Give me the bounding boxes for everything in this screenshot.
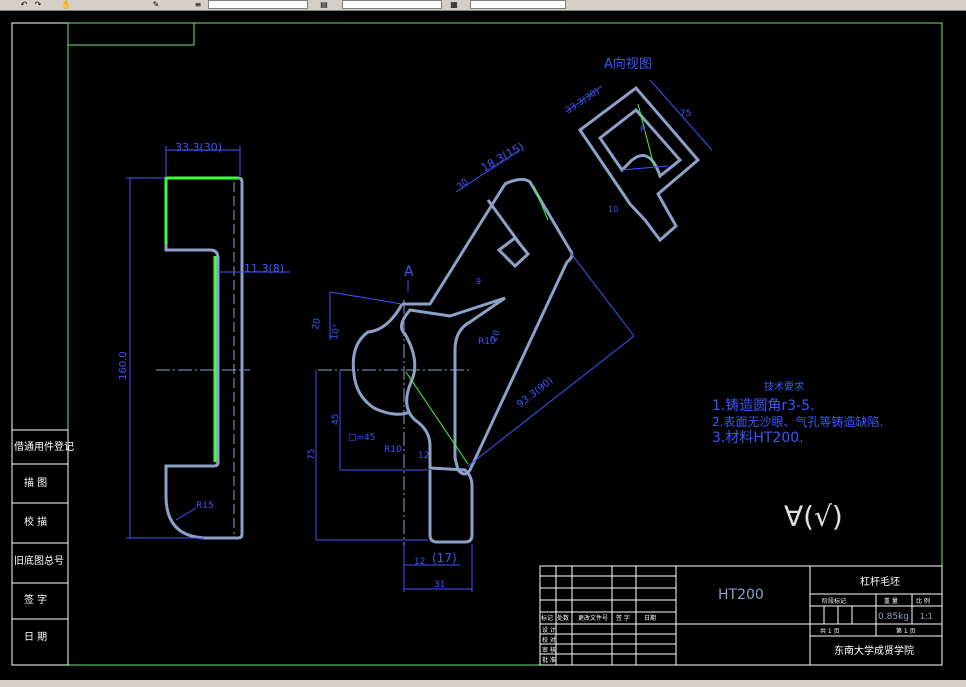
tb-col-file: 更改文件号 — [578, 614, 608, 622]
layer-icon[interactable]: ≡ — [194, 0, 202, 9]
layer-dropdown[interactable] — [208, 0, 308, 9]
tb-scale: 1:1 — [920, 612, 933, 621]
lineweight-icon[interactable]: ▦ — [450, 0, 458, 9]
dim-r-a: R — [640, 125, 646, 135]
side-row-4: 旧底图总号 — [14, 554, 64, 567]
dim-93-90: 93.3(90) — [515, 375, 556, 410]
tb-review: 审 核 — [542, 646, 556, 654]
dim-12-top: 12 — [418, 451, 429, 461]
dim-17: (17) — [432, 551, 457, 565]
pan-icon[interactable]: ✋ — [61, 0, 71, 9]
side-row-5: 签 字 — [24, 593, 47, 606]
tb-part-name: 杠杆毛坯 — [860, 575, 900, 588]
dim-31: 31 — [434, 580, 445, 590]
dim-r10-left: R10 — [384, 445, 402, 455]
main-view[interactable]: 93.3(90) 18.3(15) 30 20 10° 45 75 □=45 R… — [307, 140, 635, 592]
status-bar — [0, 680, 966, 687]
code-box — [67, 22, 195, 46]
tb-col-mark: 标记 — [541, 614, 553, 622]
tb-col-sign: 签 字 — [616, 614, 630, 622]
tb-material: HT200 — [718, 587, 764, 603]
tb-sheets-total: 共 1 页 — [820, 627, 840, 635]
side-row-1: 借通用件登记 — [14, 440, 74, 453]
dim-c45: □=45 — [348, 433, 376, 443]
dim-top-width: 33.3(30) — [175, 141, 222, 154]
tb-sheet-no: 第 1 页 — [896, 627, 916, 635]
tb-approve: 批 准 — [542, 656, 556, 664]
technical-notes: 技术要求 1.铸造圆角r3-5. 2.表面无沙眼、气孔等铸造缺陷. 3.材料HT… — [712, 380, 883, 446]
dim-10deg: 10° — [330, 323, 343, 340]
tb-check: 校 对 — [542, 636, 556, 644]
side-row-3: 校 描 — [24, 515, 47, 528]
dim-9: 9 — [476, 277, 481, 286]
undo-icon[interactable]: ↶ — [20, 0, 28, 9]
a-view-title: A向视图 — [604, 56, 652, 72]
dim-height: 160.0 — [118, 351, 129, 380]
dim-18-15: 18.3(15) — [479, 140, 526, 175]
dim-33-30-a: 33.3(30) — [564, 87, 602, 117]
tb-weight: 0.85kg — [878, 612, 909, 622]
dim-75-a: 75 — [680, 109, 691, 119]
dim-30: 30 — [456, 177, 471, 192]
tb-col-date: 日期 — [644, 614, 656, 622]
title-block: 标记 处数 更改文件号 签 字 日期 设 计 校 对 审 核 批 准 HT200… — [539, 565, 943, 666]
redo-icon[interactable]: ↷ — [34, 0, 42, 9]
a-direction-view[interactable]: A向视图 33.3(30) 75 R 10 — [564, 56, 713, 243]
tb-weight-label: 重 量 — [884, 597, 898, 605]
side-table: 借通用件登记 描 图 校 描 旧底图总号 签 字 日 期 — [11, 429, 74, 666]
lineweight-dropdown[interactable] — [470, 0, 566, 9]
dim-45: 45 — [331, 414, 341, 425]
dim-inner-offset: 11.3(8) — [244, 262, 284, 275]
dim-r15: R15 — [196, 501, 214, 511]
notes-line-1: 1.铸造圆角r3-5. — [712, 398, 814, 414]
linetype-dropdown[interactable] — [342, 0, 442, 9]
dim-20: 20 — [311, 317, 323, 330]
notes-line-2: 2.表面无沙眼、气孔等铸造缺陷. — [712, 414, 883, 429]
tb-design: 设 计 — [542, 626, 556, 634]
dim-75: 75 — [307, 449, 317, 460]
tb-col-count: 处数 — [557, 614, 569, 622]
drawing-canvas[interactable]: 借通用件登记 描 图 校 描 旧底图总号 签 字 日 期 33.3(30) 16… — [0, 10, 966, 687]
draw-icon[interactable]: ✎ — [152, 0, 160, 9]
dim-20b: 20 — [489, 329, 502, 343]
tb-stage-mark: 阶段标记 — [822, 597, 846, 605]
notes-title: 技术要求 — [764, 380, 804, 393]
tb-scale-label: 比 例 — [916, 597, 930, 605]
linetype-icon[interactable]: ▤ — [320, 0, 328, 9]
side-row-2: 描 图 — [24, 476, 47, 489]
dim-10-a: 10 — [608, 205, 618, 214]
side-row-6: 日 期 — [24, 631, 47, 643]
inner-frame — [67, 22, 943, 666]
toolbar: ↶ ↷ ✋ ✎ ≡ ▤ ▦ — [0, 0, 966, 11]
dim-12-bottom: 12 — [414, 557, 425, 567]
outer-frame — [11, 22, 943, 666]
tb-school: 东南大学成贤学院 — [834, 644, 914, 657]
notes-line-3: 3.材料HT200. — [712, 430, 804, 446]
side-view[interactable]: 33.3(30) 160.0 11.3(8) R15 — [118, 141, 290, 540]
dim-r10-right: R10 — [478, 337, 496, 347]
view-a-marker: A — [404, 264, 414, 280]
roughness-symbol: ∀(√) — [784, 500, 843, 533]
